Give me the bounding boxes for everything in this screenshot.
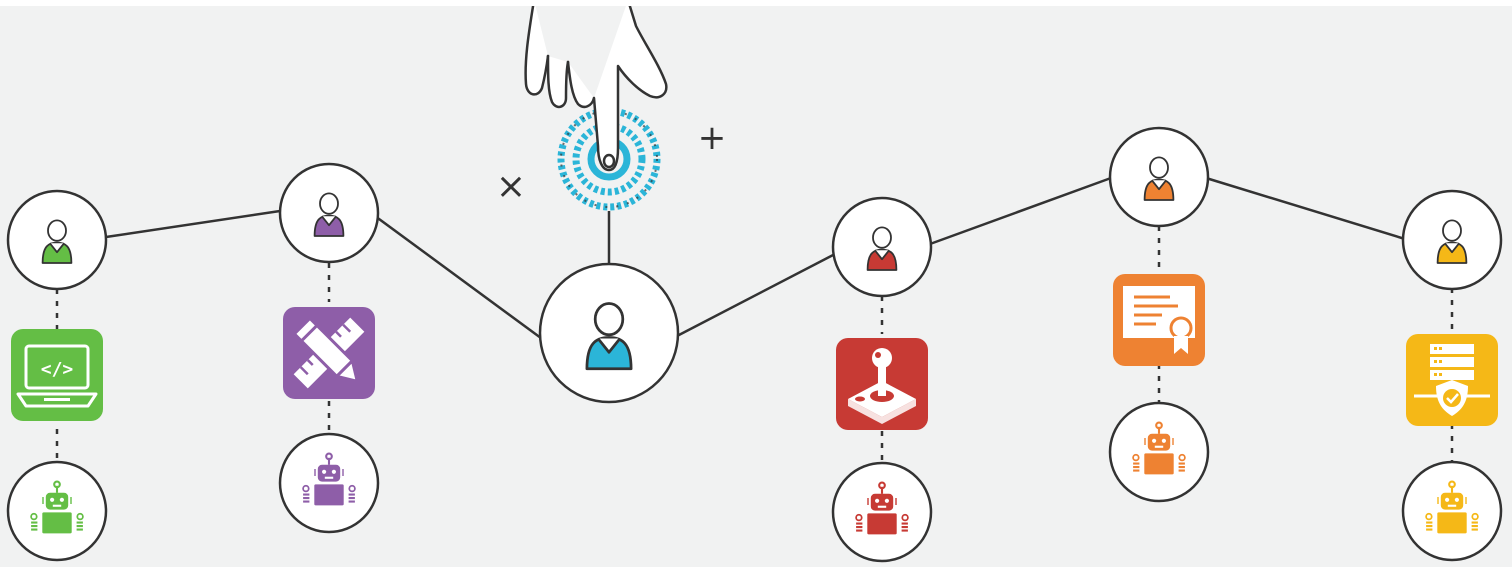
network-diagram-canvas: </> — [6, 6, 1503, 563]
robot-node-purple[interactable] — [278, 432, 380, 534]
certificate-icon — [1113, 274, 1205, 366]
robot-node-green[interactable] — [6, 460, 108, 562]
robot-node-red[interactable] — [831, 461, 933, 563]
link-green-purple — [105, 209, 281, 239]
ruler-pencil-icon — [283, 307, 375, 399]
cross-glyph: × — [496, 166, 526, 207]
link-center-red — [676, 252, 836, 338]
laptop-code-icon: </> — [11, 329, 103, 421]
link-purple-center — [374, 214, 546, 343]
pointing-hand-icon — [524, 6, 668, 172]
joystick-icon — [836, 338, 928, 430]
network-diagram: </> — [0, 6, 1512, 567]
server-shield-icon — [1406, 334, 1498, 426]
robot-node-yellow[interactable] — [1401, 460, 1503, 562]
code-glyph: </> — [41, 359, 74, 380]
person-node-purple[interactable] — [278, 162, 380, 264]
network-links — [105, 176, 1406, 343]
plus-glyph: + — [698, 118, 727, 158]
person-node-yellow[interactable] — [1401, 189, 1503, 291]
dashed-connectors — [55, 226, 1454, 464]
link-red-orange — [929, 176, 1112, 246]
person-node-center[interactable] — [538, 262, 680, 404]
robot-node-orange[interactable] — [1108, 401, 1210, 503]
person-node-green[interactable] — [6, 189, 108, 291]
person-node-red[interactable] — [831, 196, 933, 298]
person-node-orange[interactable] — [1108, 126, 1210, 228]
link-orange-yellow — [1205, 176, 1406, 241]
